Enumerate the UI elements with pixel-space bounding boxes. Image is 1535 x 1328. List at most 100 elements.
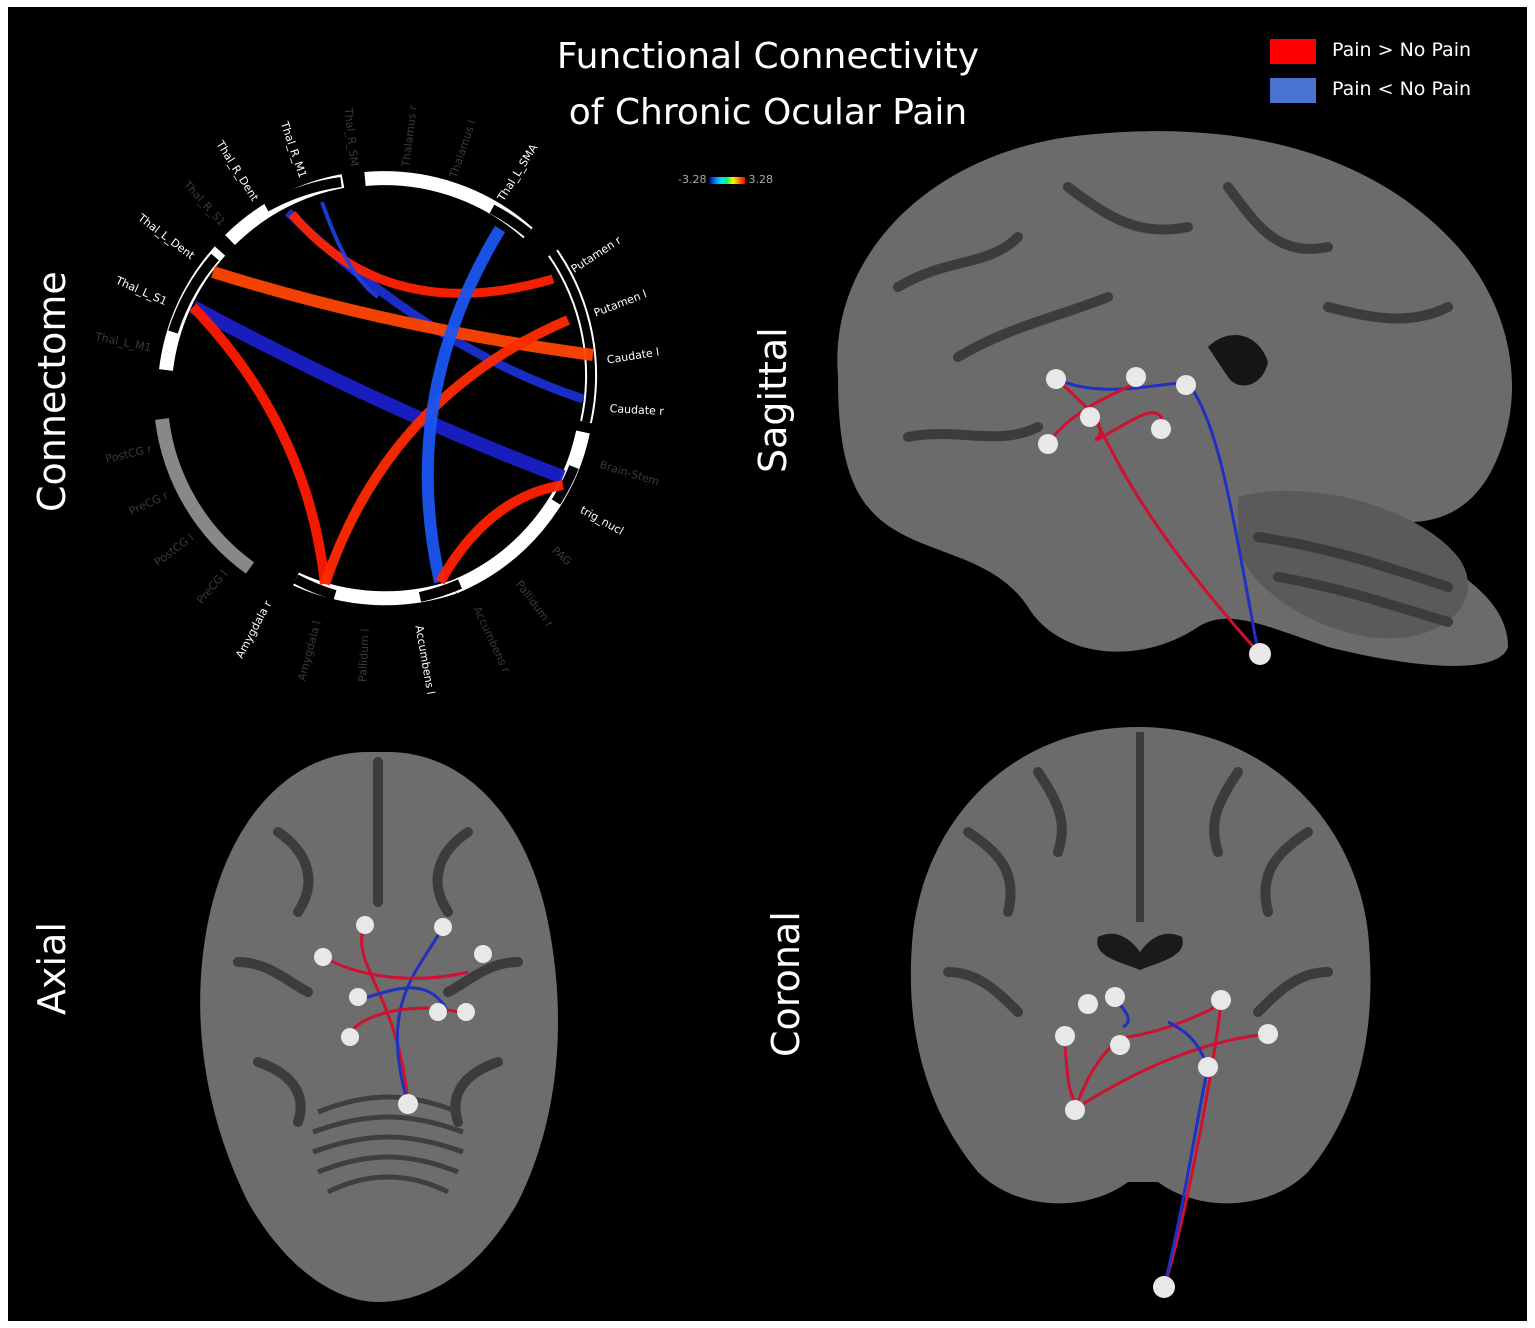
chord-thal-r-m1-putamen-r [288,211,555,298]
connectome-node-label: Thal_R_S1 [180,177,228,228]
connectome-node-label: PAG [549,544,574,568]
connectome-node-label: Thal_L_S1 [113,274,169,308]
node-sphere [1038,434,1058,454]
figure-title: Functional Connectivity of Chronic Ocula… [508,29,1028,141]
connectome-node-label: Pallidum r [513,578,557,630]
chord-thal-l-dent-caudate-l [211,266,594,361]
axial-brain-outline [200,752,558,1302]
connectome-node-label: trig_nucl [578,503,626,537]
coronal-view [910,727,1371,1298]
connectome-node-label: Thal_L_M1 [93,330,153,355]
sagittal-view [837,131,1512,666]
node-arc-cortical [155,418,255,574]
node-sphere [398,1094,418,1114]
node-sphere [474,945,492,963]
sagittal-ventricle [1208,335,1268,386]
chords [189,201,594,586]
legend-swatch-blue [1270,78,1316,103]
axial-nodes [314,916,492,1114]
connectome-node-label: Pallidum l [356,628,372,682]
legend-label: Pain < No Pain [1332,78,1472,100]
node-sphere [356,916,374,934]
node-arc-thal-r-inner [263,177,342,212]
node-sphere [1110,1035,1130,1055]
node-sphere [1055,1026,1075,1046]
figure-frame: Functional Connectivity of Chronic Ocula… [8,7,1527,1321]
node-sphere [1153,1276,1175,1298]
chord-arcs [155,171,598,606]
node-sphere [457,1003,475,1021]
connectome-node-label: PreCG r [127,488,171,518]
connectome-node-label: Thal_L_SMA [494,141,540,204]
connectome-chord-diagram: Thal_R_Dent Thal_R_M1 Thal_R_SM Thalamus r T… [93,104,665,695]
node-sphere [1198,1057,1218,1077]
node-sphere [429,1003,447,1021]
node-arc-thal-l-sma [489,204,532,237]
connectome-node-label: Caudate l [606,346,660,367]
chord-thal-l-s1-amygdala [189,303,330,585]
connectome-node-label: Caudate r [609,402,664,418]
color-scale: -3.28 3.28 [678,173,773,189]
node-sphere [1046,369,1066,389]
legend-swatch-red [1270,39,1316,64]
node-sphere [1078,994,1098,1014]
color-scale-bar [709,176,746,184]
node-arc-brainstem [451,430,590,594]
legend: Pain > No Pain Pain < No Pain [1270,37,1520,117]
node-sphere [1249,643,1271,665]
node-sphere [1211,990,1231,1010]
coronal-sulci [943,767,1333,1017]
connectome-node-label: Thalamus l [447,118,479,180]
node-sphere [314,948,332,966]
connectome-node-label: Thal_R_Dent [213,138,261,205]
node-sphere [1126,367,1146,387]
legend-label: Pain > No Pain [1332,39,1472,61]
node-sphere [341,1028,359,1046]
connectome-node-label: Accumbens l [412,624,437,695]
node-arc-amygdala-r [293,574,337,600]
node-arc-trig-nucl [551,465,579,505]
sagittal-cerebellum [1238,490,1468,639]
node-sphere [1080,407,1100,427]
connectome-node-label: Thal_L_Dent [135,211,198,263]
node-sphere [434,918,452,936]
node-sphere [1065,1100,1085,1120]
sagittal-nodes [1038,367,1271,665]
chord-thal-l-s1-trig [189,300,566,484]
connectome-node-label: Thal_R_SM [342,106,361,167]
title-line-1: Functional Connectivity [556,36,980,77]
axial-cerebellum-folia [312,1094,464,1195]
node-sphere [1151,419,1171,439]
connectome-node-label: Brain-Stem [598,458,661,488]
panel-label-coronal: Coronal [764,911,808,1057]
connectome-node-label: Thal_R_M1 [277,119,309,180]
coronal-ventricles [1097,933,1183,970]
node-arc-accumbens-l [418,579,463,602]
axial-view [200,752,558,1302]
connectome-node-label: Thalamus r [399,104,420,168]
connectome-node-label: Amygdala r [233,598,274,660]
node-arc-thal-l-inner [168,253,219,334]
connectome-node-label: PreCG l [194,568,230,607]
chord-thal-r-m1-extra [320,201,380,299]
legend-item-pain-less: Pain < No Pain [1270,76,1520,106]
connectome-node-label: Putamen r [569,233,624,275]
chord-thal-l-sma-accumbens [421,225,506,584]
connectome-node-label: PostCG l [152,531,196,569]
chord-amygdala-putamen-l [320,315,570,586]
connectome-node-label: Amygdala l [295,619,324,682]
sagittal-sulci [893,182,1453,627]
legend-item-pain-greater: Pain > No Pain [1270,37,1520,67]
node-sphere [349,988,367,1006]
connectome-node-label: PostCG r [104,442,153,465]
color-scale-max: 3.28 [748,173,773,186]
color-scale-min: -3.28 [678,173,707,186]
coronal-connections [1063,998,1269,1288]
title-line-2: of Chronic Ocular Pain [568,92,968,133]
connectome-node-label: Putamen l [592,287,648,319]
node-sphere [1105,987,1125,1007]
node-arc-putamen-caudate-inner [549,250,596,423]
connectome-node-label: Accumbens r [471,604,513,675]
panel-label-axial: Axial [30,922,74,1015]
chord-accumbens-trig [435,480,564,585]
